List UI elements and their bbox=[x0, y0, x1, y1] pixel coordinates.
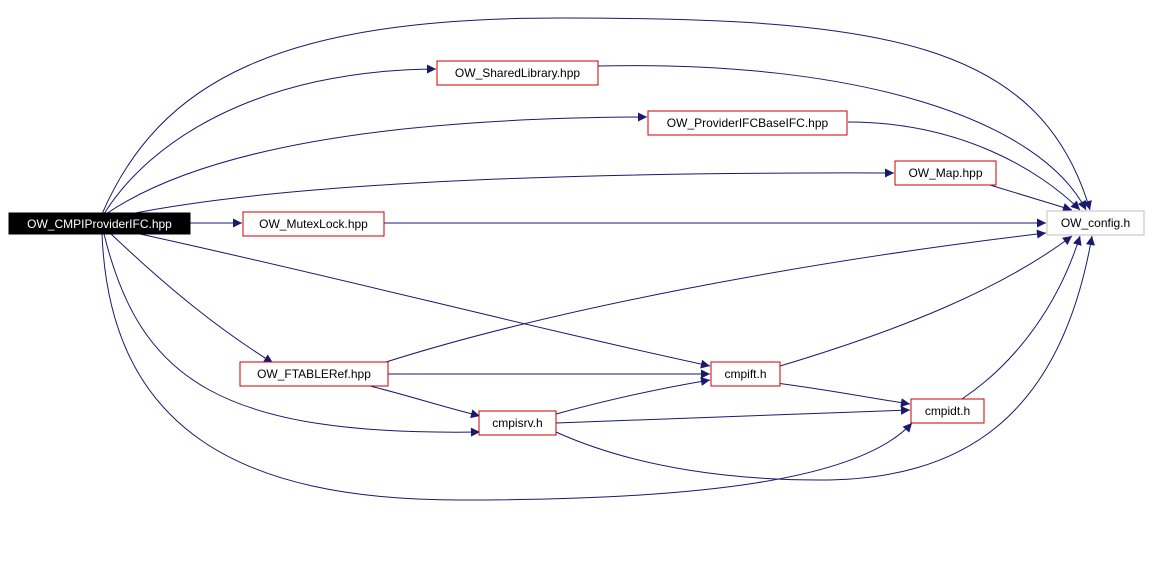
node-cmpisrv-label: cmpisrv.h bbox=[492, 416, 542, 430]
edge-cmpisrv-to-config bbox=[555, 235, 1095, 481]
node-provider-ifc-base-label: OW_ProviderIFCBaseIFC.hpp bbox=[667, 116, 829, 130]
node-mutex-lock-label: OW_MutexLock.hpp bbox=[259, 217, 368, 231]
edge-provider-ifc-base-to-config bbox=[847, 121, 1081, 211]
node-map-label: OW_Map.hpp bbox=[908, 166, 982, 180]
node-cmpidt-label: cmpidt.h bbox=[925, 404, 970, 418]
edge-root-to-map bbox=[129, 168, 895, 215]
nodes-layer: OW_CMPIProviderIFC.hpp OW_SharedLibrary.… bbox=[8, 60, 1145, 436]
node-ftable-ref[interactable]: OW_FTABLERef.hpp bbox=[239, 361, 389, 387]
node-cmpidt[interactable]: cmpidt.h bbox=[910, 398, 985, 424]
edge-root-to-config-top bbox=[101, 17, 1092, 215]
edges-layer bbox=[101, 17, 1095, 501]
edge-root-to-cmpisrv bbox=[103, 233, 481, 437]
edge-root-to-ftable-ref bbox=[109, 232, 274, 364]
node-root[interactable]: OW_CMPIProviderIFC.hpp bbox=[8, 212, 191, 235]
node-root-label: OW_CMPIProviderIFC.hpp bbox=[27, 217, 172, 231]
node-ftable-ref-label: OW_FTABLERef.hpp bbox=[257, 367, 371, 381]
edge-cmpift-to-cmpidt bbox=[775, 382, 911, 408]
node-config-label: OW_config.h bbox=[1061, 216, 1130, 230]
node-config[interactable]: OW_config.h bbox=[1046, 210, 1145, 236]
edge-cmpisrv-to-cmpidt bbox=[555, 405, 911, 424]
edge-root-to-cmpidt bbox=[101, 233, 913, 501]
edge-ftable-ref-to-cmpisrv bbox=[369, 385, 481, 419]
node-cmpift[interactable]: cmpift.h bbox=[710, 361, 781, 387]
edge-cmpidt-to-config bbox=[961, 235, 1082, 400]
edge-root-to-cmpift bbox=[139, 233, 711, 369]
edge-cmpisrv-to-cmpift bbox=[555, 377, 711, 415]
node-shared-library[interactable]: OW_SharedLibrary.hpp bbox=[436, 60, 599, 86]
node-provider-ifc-base[interactable]: OW_ProviderIFCBaseIFC.hpp bbox=[647, 110, 848, 136]
edge-root-to-provider-ifc-base bbox=[105, 112, 648, 215]
node-cmpift-label: cmpift.h bbox=[724, 367, 766, 381]
edge-shared-library-to-config bbox=[597, 65, 1087, 211]
edge-root-to-shared-library bbox=[103, 64, 437, 215]
node-cmpisrv[interactable]: cmpisrv.h bbox=[478, 410, 557, 436]
node-mutex-lock[interactable]: OW_MutexLock.hpp bbox=[242, 211, 385, 237]
edge-cmpift-to-config bbox=[779, 235, 1073, 367]
node-shared-library-label: OW_SharedLibrary.hpp bbox=[455, 66, 581, 80]
edge-map-to-config bbox=[989, 184, 1073, 212]
node-map[interactable]: OW_Map.hpp bbox=[894, 160, 997, 186]
edge-ftable-ref-to-config bbox=[385, 229, 1047, 363]
